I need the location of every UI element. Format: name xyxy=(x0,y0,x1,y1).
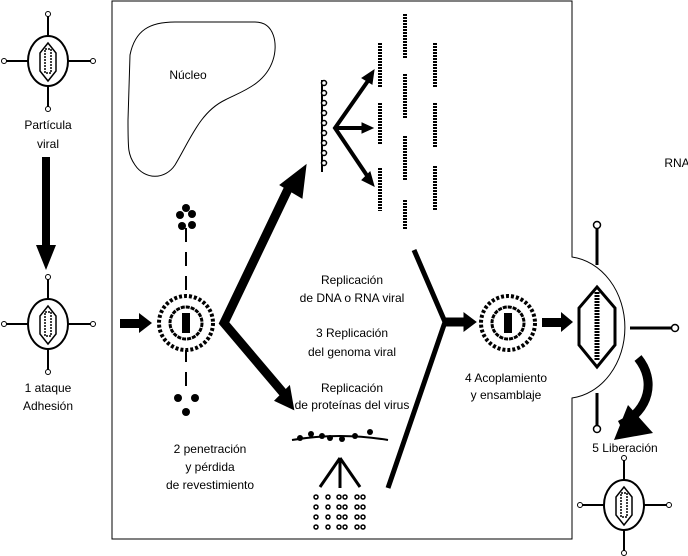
particle-label-2: viral xyxy=(37,137,59,151)
template-strand-icon xyxy=(320,79,328,172)
replication-arrows-icon xyxy=(332,68,375,187)
arrow-right-icon xyxy=(120,313,152,333)
budding-virion-icon xyxy=(577,220,680,434)
released-virus-icon xyxy=(576,454,673,556)
virus-particle-icon xyxy=(0,10,97,113)
step4-label-2: y ensamblaje xyxy=(471,388,542,402)
rep-dna-label-1: Replicación xyxy=(321,273,383,287)
protein-arrows-icon xyxy=(318,457,362,488)
step4-label-1: 4 Acoplamiento xyxy=(465,371,547,385)
virus-attached-icon xyxy=(0,273,97,376)
step3-label-2: del genoma viral xyxy=(308,345,396,359)
assembled-virion-icon xyxy=(479,294,537,352)
new-strands-icon xyxy=(378,14,437,230)
step1-label-2: Adhesión xyxy=(23,399,73,413)
step2-label-2: y pérdida xyxy=(185,460,235,474)
step3-label-1: 3 Replicación xyxy=(316,326,388,340)
rep-dna-label-2: de DNA o RNA viral xyxy=(300,291,405,305)
rna-label: RNA xyxy=(664,156,688,170)
mrna-ribosome-icon xyxy=(291,429,389,442)
convergence-arrow-icon xyxy=(385,249,477,489)
step2-label-3: de revestimiento xyxy=(166,478,254,492)
rep-prot-label-2: de proteínas del virus xyxy=(295,398,410,412)
cell-membrane xyxy=(111,0,626,540)
release-arrow-icon xyxy=(614,355,653,440)
uncoating-capsid-icon xyxy=(157,294,215,352)
particle-label-1: Partícula xyxy=(24,118,72,132)
arrow-right-icon xyxy=(542,312,573,332)
proteins-dots-icon xyxy=(313,494,366,530)
capsomer-dots-icon xyxy=(174,394,199,416)
branch-arrows-icon xyxy=(218,163,307,411)
nucleus-label: Núcleo xyxy=(169,68,207,82)
nucleus-shape xyxy=(127,21,276,177)
capsomer-cluster-icon xyxy=(176,204,196,230)
step1-label-1: 1 ataque xyxy=(25,381,72,395)
step2-label-1: 2 penetración xyxy=(174,442,247,456)
rep-prot-label-1: Replicación xyxy=(321,381,383,395)
step5-label: 5 Liberación xyxy=(592,441,657,455)
arrow-down-icon xyxy=(36,157,56,270)
